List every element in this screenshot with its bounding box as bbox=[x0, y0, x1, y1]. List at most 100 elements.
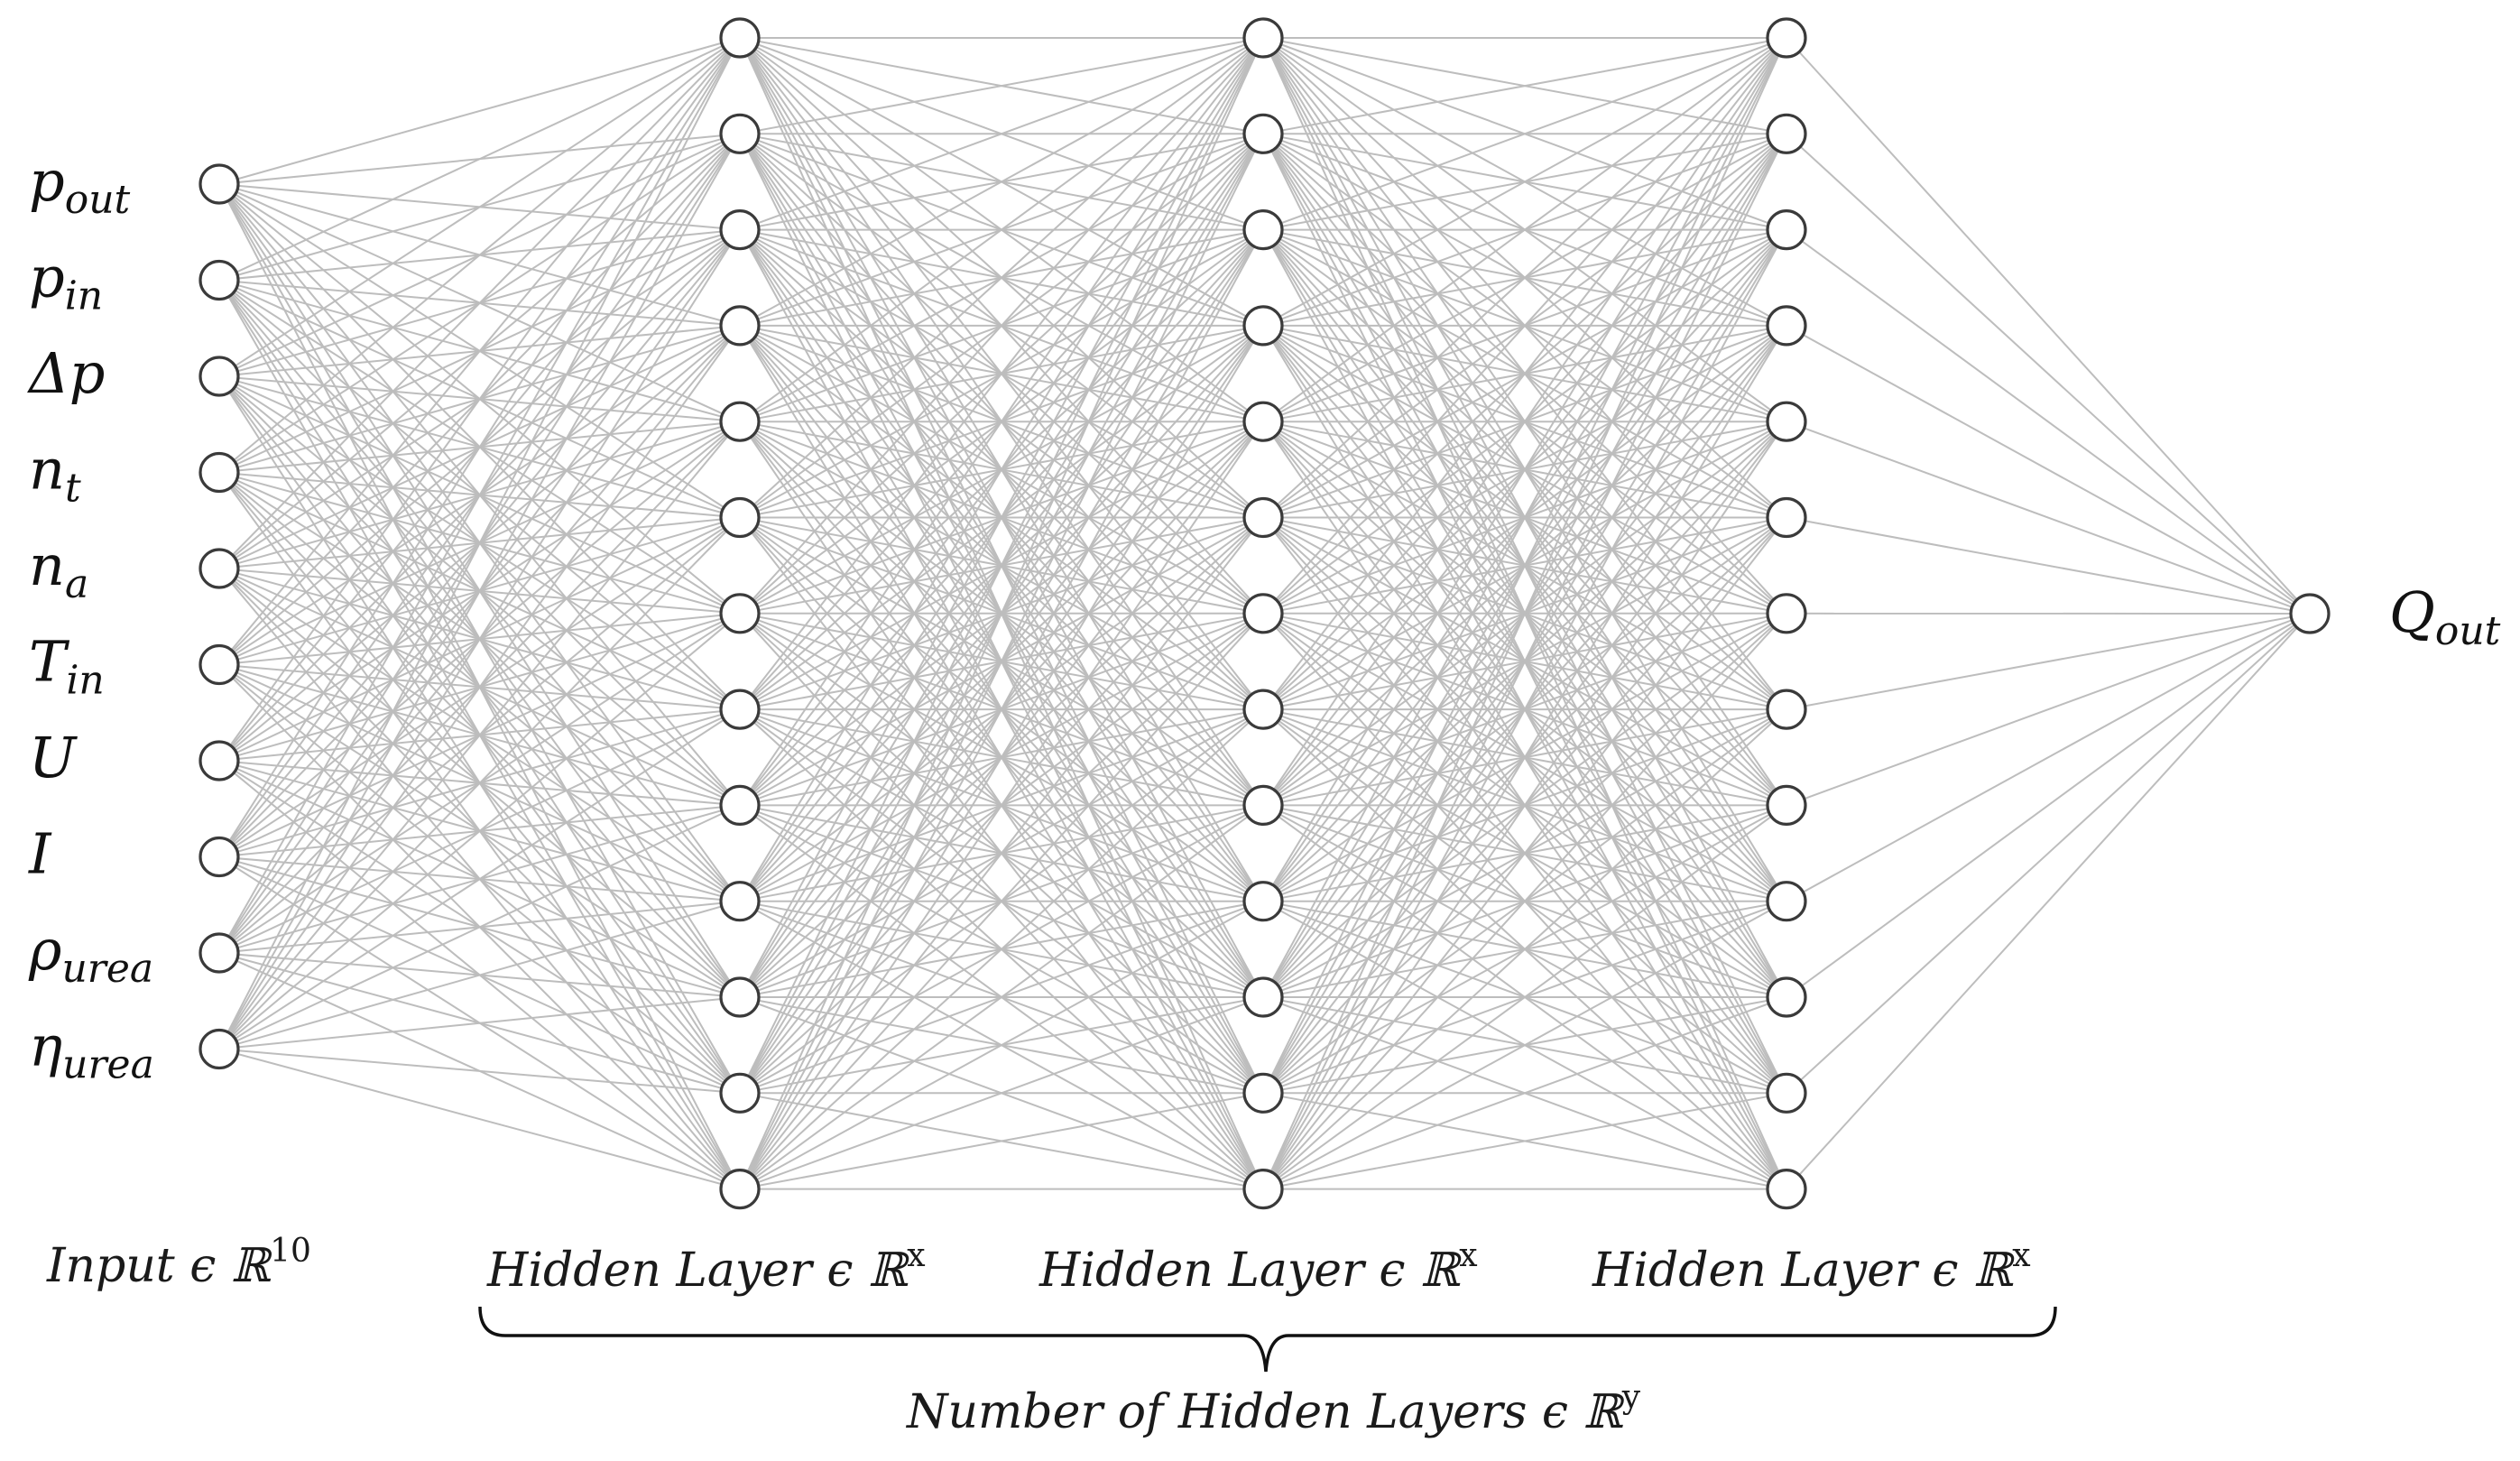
hidden-node bbox=[1766, 209, 1807, 251]
connection-edge bbox=[1262, 37, 1787, 902]
hidden-node bbox=[1766, 401, 1807, 442]
hidden-node bbox=[719, 209, 761, 251]
hidden-node bbox=[1766, 1072, 1807, 1114]
hidden-node bbox=[1242, 496, 1284, 539]
hidden-3-caption-sup: x bbox=[2012, 1237, 2030, 1274]
connection-edge bbox=[1786, 228, 2311, 615]
connection-edge bbox=[739, 37, 1264, 806]
connection-edge bbox=[218, 37, 741, 185]
connection-edge bbox=[218, 37, 741, 474]
connection-edge bbox=[1262, 37, 1787, 806]
connection-edge bbox=[1262, 37, 1787, 231]
connection-edge bbox=[1786, 516, 2311, 615]
connection-edge bbox=[1262, 37, 1787, 615]
connection-edge bbox=[1262, 1092, 1787, 1190]
hidden-node bbox=[1242, 1072, 1284, 1114]
hidden-node bbox=[1766, 113, 1807, 154]
connection-edge bbox=[739, 37, 1264, 1190]
connection-edge bbox=[218, 613, 741, 1050]
hidden-node bbox=[1766, 976, 1807, 1018]
input-node bbox=[198, 451, 240, 494]
connection-edge bbox=[739, 37, 1264, 231]
connection-edge bbox=[1262, 325, 1787, 1190]
hidden-node bbox=[1242, 401, 1284, 442]
connection-edge bbox=[218, 708, 741, 1050]
connection-edge bbox=[1262, 613, 1787, 1190]
hidden-layer-3-caption: Hidden Layer ϵ ℝx bbox=[1592, 1237, 2031, 1298]
input-layer-caption: Input ϵ ℝ10 bbox=[46, 1233, 311, 1293]
connection-edge bbox=[739, 516, 1264, 1190]
connection-edge bbox=[1262, 37, 1787, 327]
hidden-node bbox=[1242, 17, 1284, 59]
input-node bbox=[198, 163, 240, 205]
connection-edge bbox=[218, 37, 741, 377]
connection-edge bbox=[1262, 37, 1787, 1094]
hidden-node bbox=[1766, 881, 1807, 922]
connection-edge bbox=[739, 1092, 1264, 1190]
input-caption-text: Input ϵ ℝ bbox=[46, 1239, 273, 1293]
connection-edge bbox=[218, 804, 741, 1050]
hidden-3-caption-text: Hidden Layer ϵ ℝ bbox=[1592, 1244, 2016, 1298]
hidden-2-caption-sup: x bbox=[1459, 1237, 1477, 1274]
input-node bbox=[198, 932, 240, 974]
input-label: nt bbox=[29, 437, 81, 512]
hidden-layers-brace bbox=[478, 1306, 2057, 1373]
connection-edge bbox=[739, 613, 1264, 1190]
connection-edge bbox=[218, 229, 741, 1050]
connection-edge bbox=[739, 133, 1264, 1190]
hidden-layer-count-caption: Number of Hidden Layers ϵ ℝy bbox=[905, 1379, 1641, 1439]
connection-edge bbox=[739, 325, 1264, 1190]
connection-edge bbox=[218, 996, 741, 1050]
hidden-node bbox=[719, 113, 761, 154]
connection-edge bbox=[218, 1048, 741, 1190]
hidden-node bbox=[719, 401, 761, 442]
hidden-node bbox=[719, 305, 761, 347]
hidden-node bbox=[719, 496, 761, 539]
hidden-node bbox=[719, 881, 761, 922]
connection-edge bbox=[1262, 516, 1787, 1190]
connection-edge bbox=[218, 37, 741, 858]
connection-edge bbox=[1786, 133, 2311, 615]
hidden-layer-1-caption: Hidden Layer ϵ ℝx bbox=[486, 1237, 926, 1298]
input-label: pout bbox=[29, 148, 131, 223]
connection-edge bbox=[739, 37, 1264, 519]
hidden-node bbox=[719, 689, 761, 730]
connection-edge bbox=[739, 804, 1264, 1190]
connection-edge bbox=[739, 37, 1264, 423]
hidden-node bbox=[1242, 881, 1284, 922]
hidden-node bbox=[1242, 113, 1284, 154]
connection-edge bbox=[218, 37, 741, 1050]
hidden-node bbox=[1766, 17, 1807, 59]
hidden-node bbox=[1242, 305, 1284, 347]
connection-edge bbox=[1262, 804, 1787, 1190]
count-caption-sup: y bbox=[1621, 1379, 1641, 1416]
connection-edge bbox=[218, 1048, 741, 1095]
connection-edge bbox=[739, 37, 1264, 902]
hidden-node bbox=[1766, 784, 1807, 827]
connection-edge bbox=[1786, 325, 2311, 615]
hidden-node bbox=[719, 17, 761, 59]
input-label: Tin bbox=[29, 629, 105, 704]
connection-edge bbox=[218, 37, 741, 282]
input-node bbox=[198, 1028, 240, 1070]
hidden-node bbox=[1766, 593, 1807, 634]
connection-edge bbox=[739, 708, 1264, 1190]
count-caption-text: Number of Hidden Layers ϵ ℝ bbox=[905, 1385, 1626, 1439]
connection-edge bbox=[1262, 37, 1787, 1190]
connection-edge bbox=[1786, 421, 2311, 615]
hidden-node bbox=[1242, 1168, 1284, 1210]
hidden-node bbox=[1766, 689, 1807, 730]
hidden-node bbox=[1242, 976, 1284, 1018]
connection-edge bbox=[739, 37, 1264, 710]
hidden-1-caption-sup: x bbox=[907, 1237, 925, 1274]
connection-edge bbox=[1262, 996, 1787, 1190]
output-label: Qout bbox=[2389, 579, 2501, 654]
connection-edge bbox=[739, 996, 1264, 1190]
connection-edge bbox=[1262, 708, 1787, 1190]
connections bbox=[218, 37, 2311, 1190]
connection-edge bbox=[739, 900, 1264, 1190]
input-label: Δp bbox=[27, 340, 105, 406]
connection-edge bbox=[1262, 229, 1787, 1190]
